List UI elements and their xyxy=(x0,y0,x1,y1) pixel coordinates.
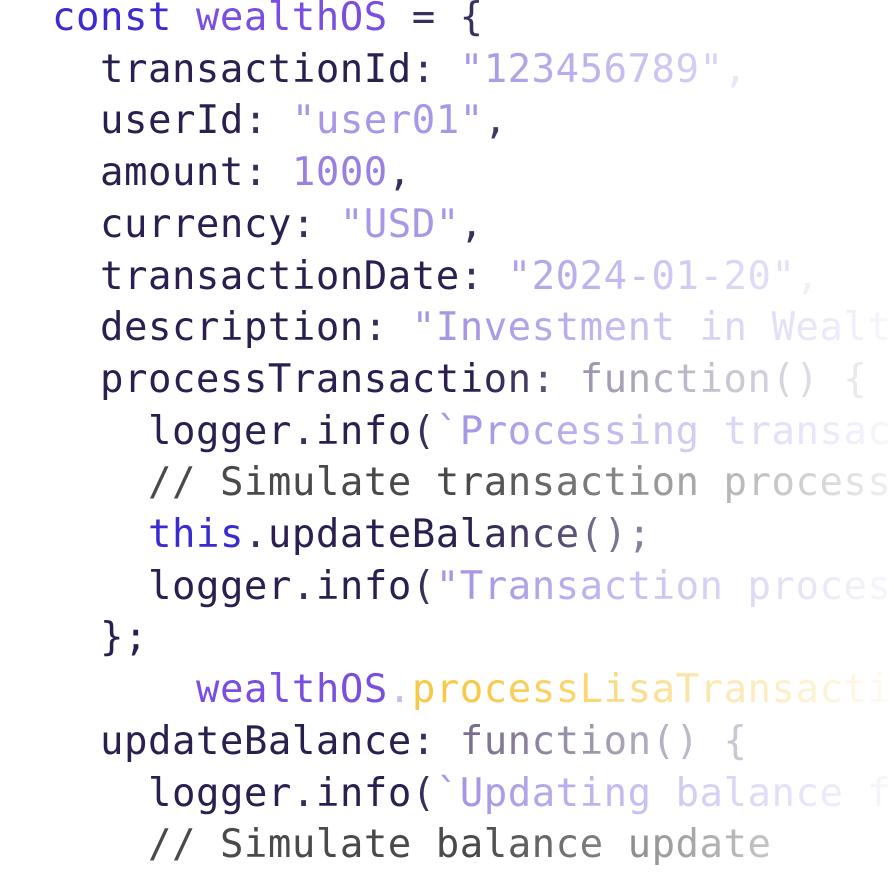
code-token: processLisaTransacti xyxy=(411,667,892,713)
code-token: updateBalance xyxy=(267,512,580,557)
code-token: "Transaction proces xyxy=(435,563,892,609)
code-line: currency: "USD", xyxy=(100,199,484,251)
code-line: amount: 1000, xyxy=(100,147,412,199)
code-token: . xyxy=(291,563,316,609)
code-line: this.updateBalance(); xyxy=(148,509,652,561)
code-token: info xyxy=(315,563,412,609)
code-token: , xyxy=(483,98,508,144)
code-line: transactionDate: "2024-01-20", xyxy=(100,251,819,303)
code-token: transactionId xyxy=(100,46,412,92)
code-token: : xyxy=(411,46,460,92)
code-token: (); xyxy=(579,512,652,557)
code-token: : xyxy=(243,98,292,144)
code-token: : xyxy=(291,201,340,247)
code-token: this xyxy=(148,512,244,557)
code-token: : xyxy=(411,718,460,764)
code-token: // Simulate transaction process xyxy=(148,460,892,506)
code-token: description xyxy=(100,305,364,351)
code-token: , xyxy=(387,150,412,196)
code-token: , xyxy=(795,253,820,299)
code-token: logger xyxy=(148,563,292,609)
code-line: logger.info(`Updating balance f xyxy=(148,768,891,820)
code-line: }; xyxy=(100,612,148,664)
code-token: , xyxy=(723,46,748,92)
code-token: function xyxy=(579,356,772,402)
code-token: function xyxy=(459,718,652,764)
code-token: "123456789" xyxy=(459,46,724,92)
code-token: processTransaction xyxy=(100,356,532,402)
code-token: ( xyxy=(411,408,436,454)
code-token: currency xyxy=(100,201,292,247)
code-token: : xyxy=(363,305,412,351)
code-token: . xyxy=(387,667,412,713)
code-token: : xyxy=(243,150,292,196)
code-line: logger.info(`Processing transac xyxy=(148,406,891,458)
code-token: logger xyxy=(148,770,292,816)
code-line: userId: "user01", xyxy=(100,95,508,147)
code-token: () { xyxy=(771,356,868,402)
code-token: transactionDate xyxy=(100,253,460,299)
code-token: : xyxy=(531,356,580,402)
code-token: ( xyxy=(411,770,436,816)
code-line: processTransaction: function() { xyxy=(100,354,867,406)
code-token: logger xyxy=(148,408,292,454)
code-line: updateBalance: function() { xyxy=(100,716,747,768)
code-token: info xyxy=(315,408,412,454)
code-token: "USD" xyxy=(339,201,460,247)
code-token: . xyxy=(291,408,316,454)
code-token: () { xyxy=(651,718,748,764)
code-token: . xyxy=(291,770,316,816)
code-token: }; xyxy=(100,615,148,661)
code-line: wealthOS.processLisaTransacti xyxy=(196,664,891,716)
code-line: // Simulate transaction process xyxy=(148,457,891,509)
code-token: : xyxy=(459,253,508,299)
code-line: // Simulate balance update xyxy=(148,819,771,871)
code-token: 1000 xyxy=(291,150,388,196)
code-token: . xyxy=(243,512,268,557)
code-token: updateBalance xyxy=(100,718,412,764)
code-token: wealthOS xyxy=(195,0,388,40)
code-token: "2024-01-20" xyxy=(507,253,796,299)
code-line: transactionId: "123456789", xyxy=(100,44,747,96)
code-token: "user01" xyxy=(291,98,484,144)
code-token: userId xyxy=(100,98,244,144)
code-line: logger.info("Transaction proces xyxy=(148,561,891,613)
code-token: ( xyxy=(411,563,436,609)
code-token: // Simulate balance update xyxy=(148,822,772,868)
code-line: const wealthOS = { xyxy=(52,0,484,44)
code-token: , xyxy=(459,201,484,247)
code-token: "Investment in Wealt xyxy=(411,305,892,351)
code-token: const xyxy=(52,0,196,40)
code-token: `Updating balance f xyxy=(435,770,892,816)
code-line: description: "Investment in Wealt xyxy=(100,302,891,354)
code-token: `Processing transac xyxy=(435,408,892,454)
code-token: amount xyxy=(100,150,244,196)
code-token: info xyxy=(315,770,412,816)
code-token: wealthOS xyxy=(196,667,388,713)
code-token: = { xyxy=(387,0,484,40)
